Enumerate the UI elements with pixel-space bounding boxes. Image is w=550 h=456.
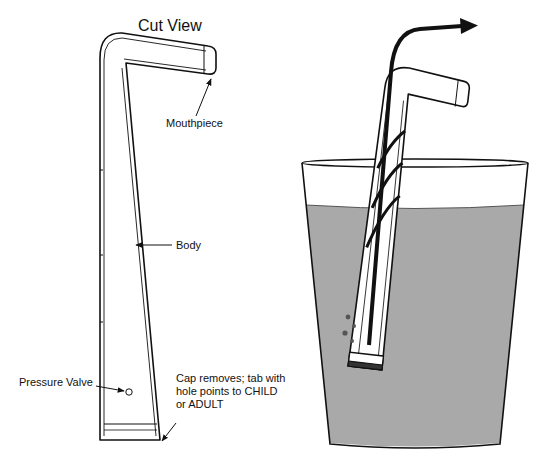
bubble bbox=[352, 324, 356, 328]
airflow-line bbox=[369, 26, 462, 345]
leader-arrow bbox=[96, 386, 124, 391]
inner-wall bbox=[122, 68, 156, 436]
leader-arrow bbox=[136, 245, 172, 246]
mouthpiece-tip bbox=[455, 80, 458, 107]
cap bbox=[348, 352, 383, 370]
bubbles bbox=[342, 315, 356, 343]
water-surface bbox=[306, 205, 524, 209]
cap-line bbox=[104, 424, 157, 425]
view-title: Cut View bbox=[138, 17, 202, 35]
part-label: Body bbox=[176, 239, 236, 252]
part-note: Cap removes; tab with hole points to CHI… bbox=[176, 372, 288, 411]
inner-wall bbox=[358, 99, 407, 360]
glass-outline bbox=[302, 163, 528, 448]
device-body bbox=[348, 65, 471, 376]
flow-curve bbox=[367, 193, 400, 251]
part-label: Pressure Valve bbox=[19, 376, 99, 389]
mouthpiece-tip bbox=[204, 46, 205, 74]
glass bbox=[302, 159, 528, 448]
pressure-valve bbox=[126, 389, 132, 395]
part-label: Mouthpiece bbox=[166, 117, 256, 130]
body-notch bbox=[100, 170, 103, 322]
leader-arrow bbox=[196, 79, 211, 116]
airflow-arrow bbox=[369, 18, 478, 345]
bubble bbox=[346, 315, 351, 320]
airflow-head bbox=[460, 18, 478, 34]
device-in-water bbox=[348, 65, 471, 376]
glass-rim bbox=[302, 159, 528, 167]
leader-arrow bbox=[162, 423, 176, 441]
cap-line bbox=[104, 430, 157, 431]
bubble bbox=[342, 330, 347, 335]
cap-band bbox=[348, 361, 382, 370]
water bbox=[306, 205, 524, 447]
bubble bbox=[350, 339, 354, 343]
